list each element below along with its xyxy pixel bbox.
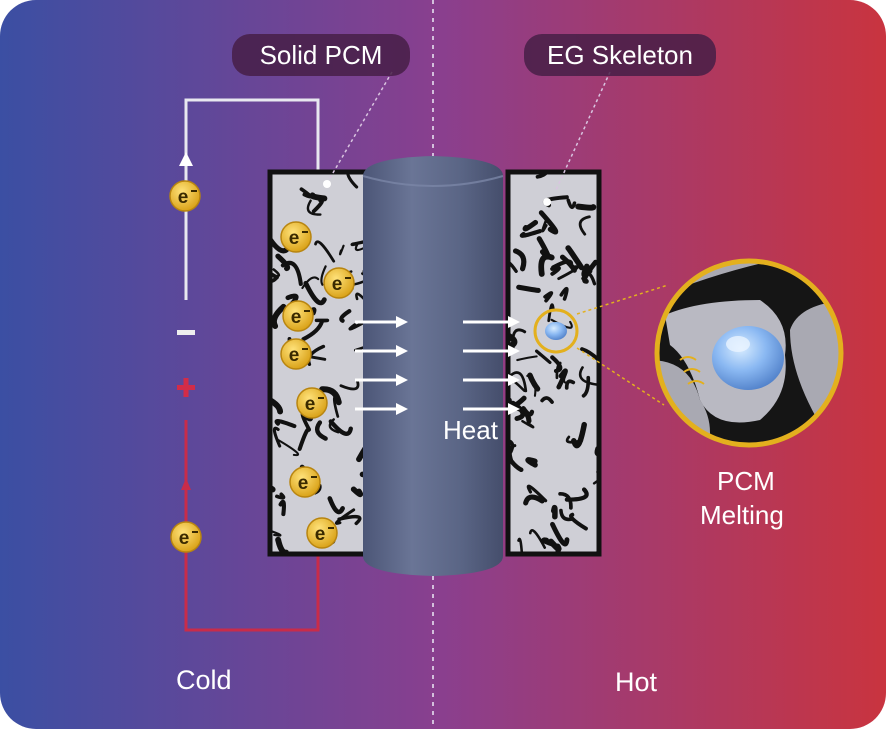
svg-text:e: e xyxy=(332,274,343,295)
svg-text:e: e xyxy=(305,394,316,415)
svg-text:e: e xyxy=(179,528,190,549)
eg-skeleton-label-pill: EG Skeleton xyxy=(524,34,716,76)
heat-source-cylinder xyxy=(362,156,504,576)
hot-label: Hot xyxy=(615,667,658,697)
zoom-callout-line-top xyxy=(576,284,669,315)
heat-arrow-left-1-head xyxy=(396,316,408,328)
heat-label: Heat xyxy=(443,415,498,445)
pcm-melting-label-line2: Melting xyxy=(700,500,784,530)
heat-arrow-left-4-head xyxy=(396,403,408,415)
zoom-callout-line-bottom xyxy=(576,347,665,406)
heat-arrow-left-3-head xyxy=(396,374,408,386)
electron-icon-8: e xyxy=(306,517,338,549)
electron-icon-4: e xyxy=(282,300,314,332)
electron-icon-6: e xyxy=(296,387,328,419)
electron-icon-7: e xyxy=(289,466,321,498)
electron-icon-2: e xyxy=(280,221,312,253)
solid-pcm-label: Solid PCM xyxy=(259,40,383,70)
svg-text:e: e xyxy=(298,473,309,494)
plus-sign-icon xyxy=(177,378,195,397)
melting-highlight-circle xyxy=(533,308,579,354)
pcm-melting-zoom xyxy=(654,258,844,448)
heat-arrow-right-3-head xyxy=(508,374,520,386)
callout-line-solid-pcm xyxy=(329,71,393,179)
eg-skeleton-label: EG Skeleton xyxy=(547,40,693,70)
heat-flow-arrows xyxy=(355,316,520,415)
electron-icon-9: e xyxy=(170,521,202,553)
heat-arrow-right-2-head xyxy=(508,345,520,357)
electron-icon-5: e xyxy=(280,338,312,370)
heat-arrow-right-4-head xyxy=(508,403,520,415)
heat-arrow-right-1-head xyxy=(508,316,520,328)
svg-text:e: e xyxy=(291,307,302,328)
cold-label: Cold xyxy=(176,665,232,695)
minus-sign-icon xyxy=(177,330,195,335)
pcm-melting-label-line1: PCM xyxy=(717,466,775,496)
current-arrow-bottom xyxy=(181,478,191,490)
callout-line-eg-skeleton xyxy=(555,71,611,191)
svg-text:e: e xyxy=(178,187,189,208)
svg-text:e: e xyxy=(315,524,326,545)
heat-arrow-left-2-head xyxy=(396,345,408,357)
solid-pcm-label-pill: Solid PCM xyxy=(232,34,410,76)
current-arrow-up xyxy=(179,152,193,166)
electron-icon-3: e xyxy=(323,267,355,299)
svg-text:e: e xyxy=(289,345,300,366)
electron-icon-1: e xyxy=(169,180,201,212)
eg-skeleton-panel xyxy=(505,169,602,557)
svg-text:e: e xyxy=(289,228,300,249)
